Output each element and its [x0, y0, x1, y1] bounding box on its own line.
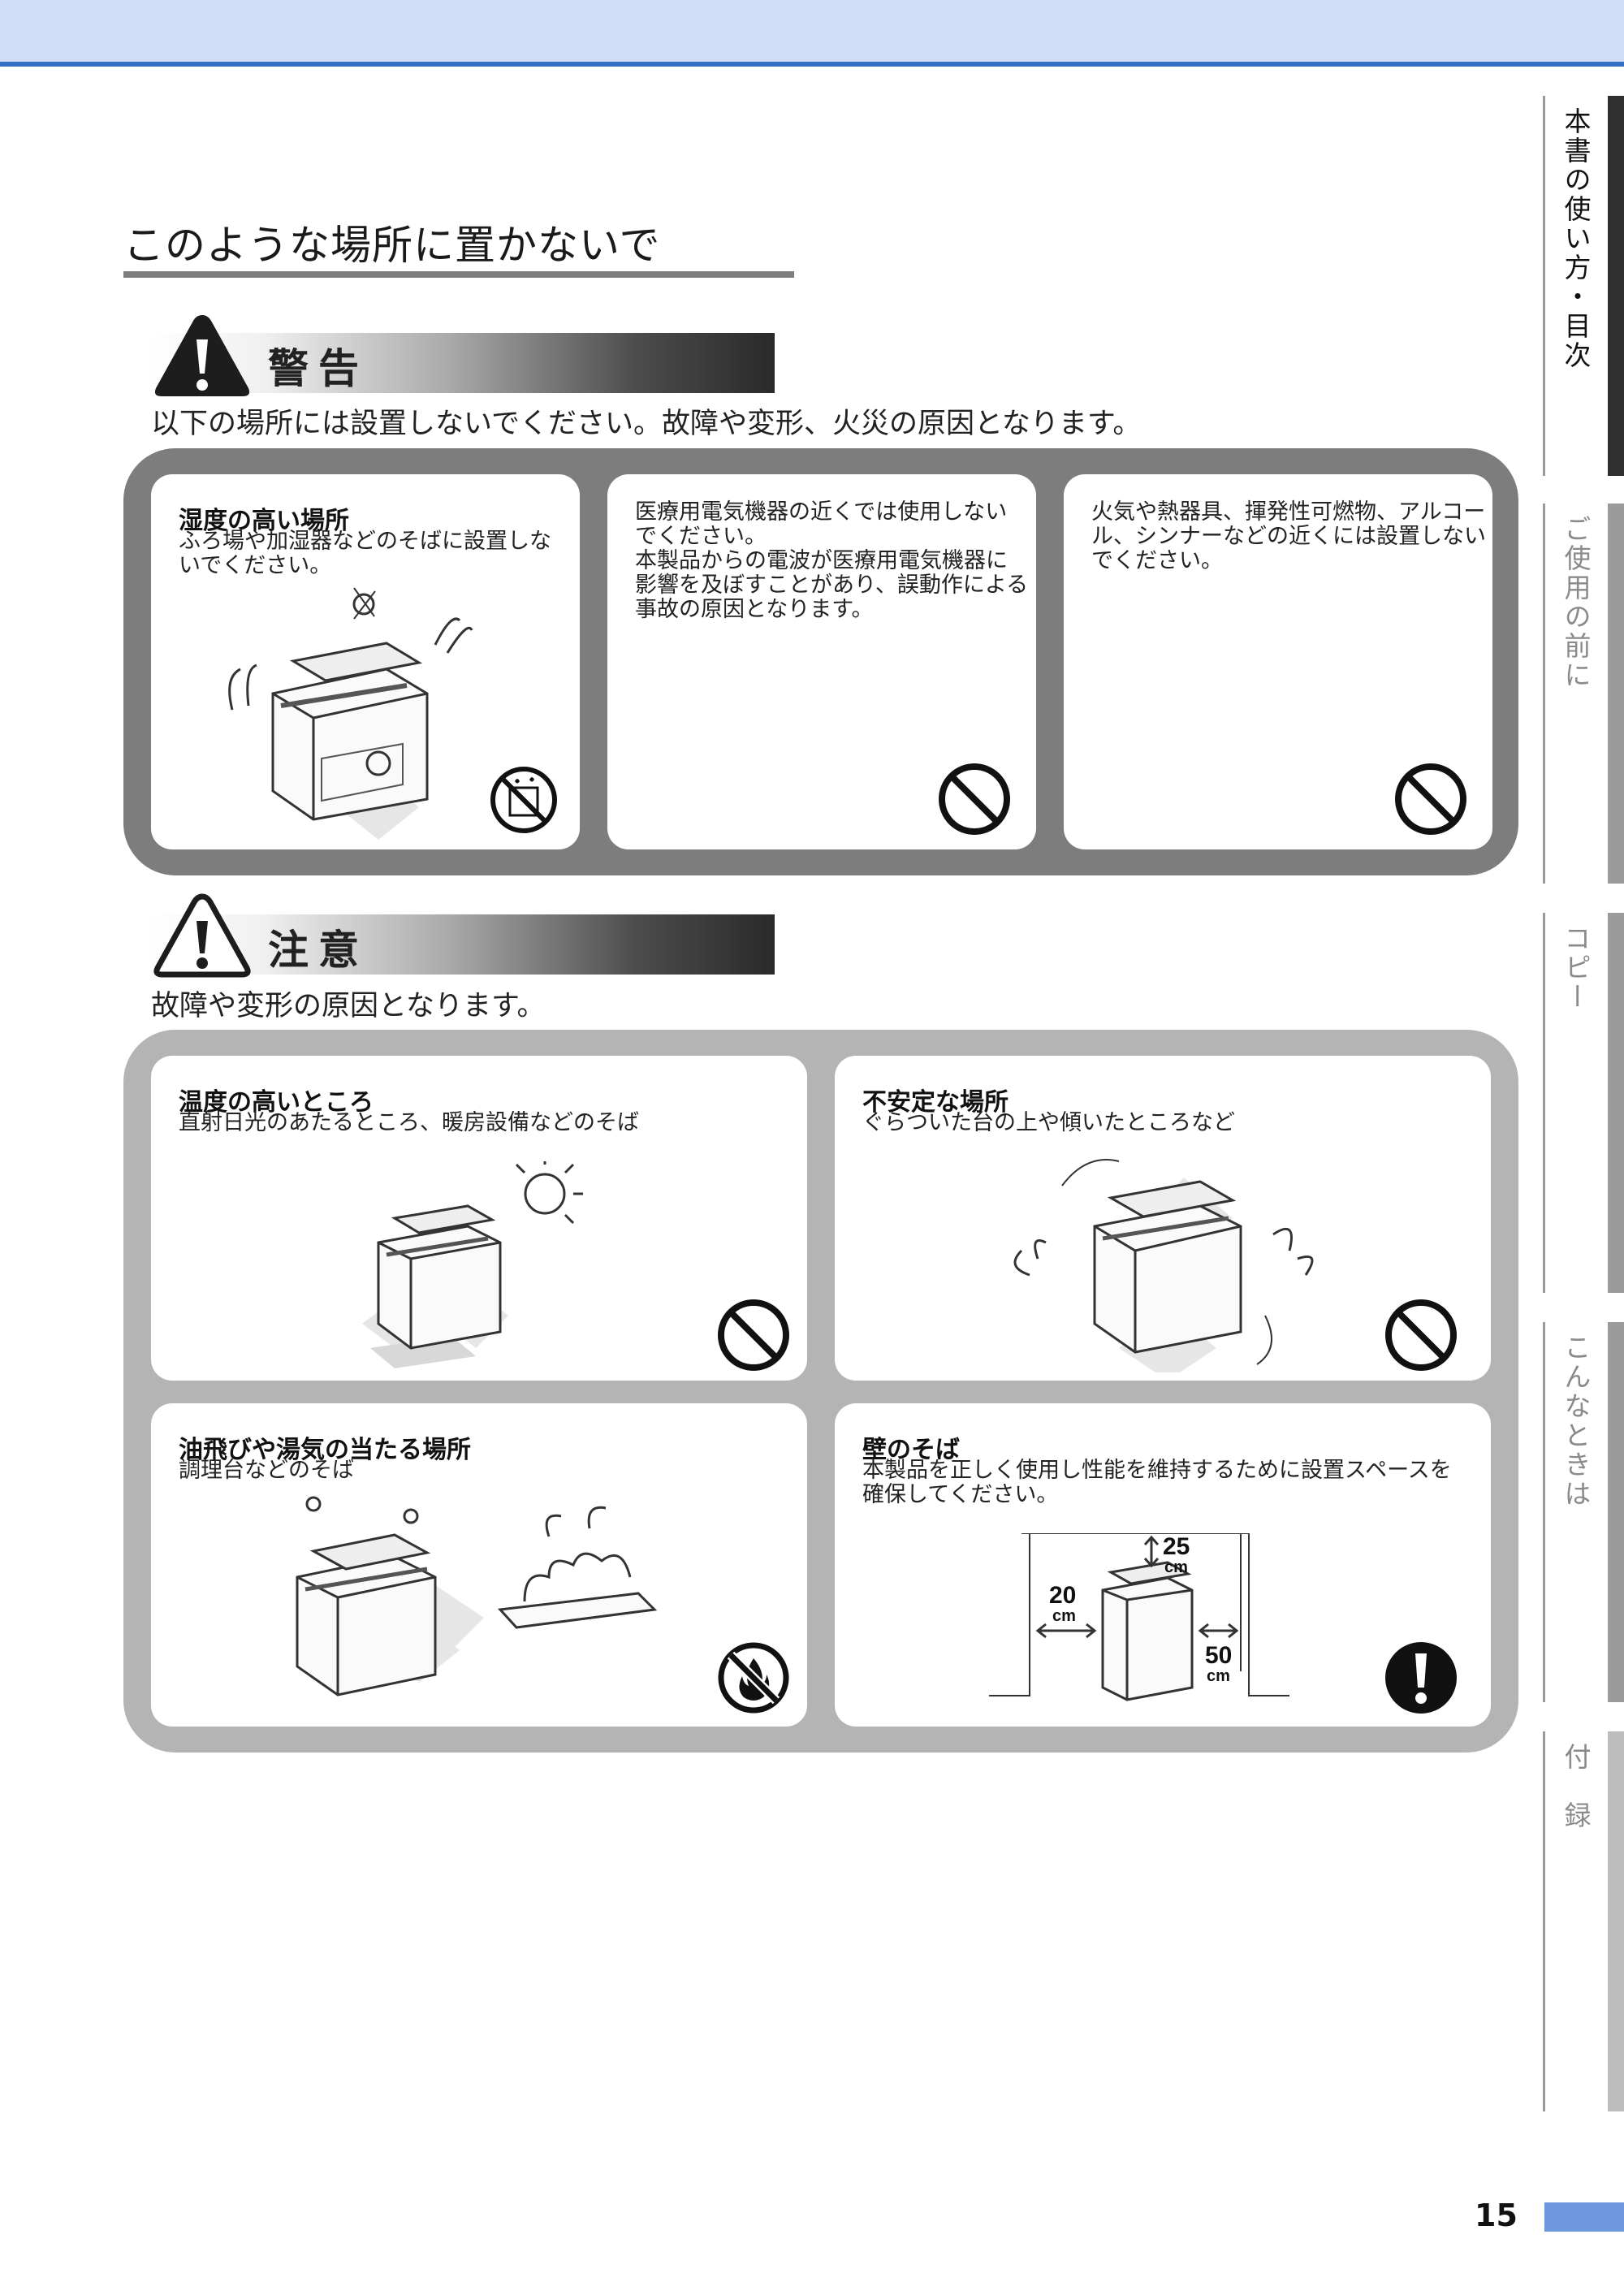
- card-title: 不安定な場所: [862, 1088, 1009, 1117]
- section-title: このような場所に置かないで: [123, 222, 661, 269]
- card-text: 医療用電気機器の近くでは使用しない でください。 本製品からの電波が医療用電気機…: [635, 499, 1029, 622]
- page-number-marker: [1544, 2202, 1624, 2232]
- card-text: ぐらついた台の上や傾いたところなど: [862, 1110, 1235, 1135]
- tab-appendix[interactable]: 付 録: [1543, 1731, 1624, 2111]
- warning-intro: 以下の場所には設置しないでください。故障や変形、火災の原因となります。: [151, 408, 1142, 440]
- card-text: 火気や熱器具、揮発性可燃物、アルコー ル、シンナーなどの近くには設置しない でく…: [1091, 499, 1486, 573]
- card-title: 油飛びや湯気の当たる場所: [179, 1436, 471, 1464]
- tab-bar: [1608, 96, 1624, 476]
- clearance-right-unit: cm: [1207, 1667, 1230, 1685]
- tab-label: 付 録: [1560, 1743, 1592, 1830]
- printer-on-unstable-surface-illustration: [1013, 1159, 1314, 1372]
- warning-heading-bar: [151, 333, 775, 393]
- clearance-top-unit: cm: [1164, 1558, 1188, 1576]
- caution-panel: 温度の高いところ 直射日光のあたるところ、暖房設備などのそば 不安定な場所 ぐら…: [123, 1030, 1518, 1753]
- caution-card-oil-steam: 油飛びや湯気の当たる場所 調理台などのそば: [151, 1403, 807, 1727]
- caution-heading-bar: [151, 914, 775, 975]
- tab-copy[interactable]: コピー: [1543, 913, 1624, 1293]
- tab-label: コピー: [1560, 924, 1592, 1012]
- caution-card-near-wall: 壁のそば 本製品を正しく使用し性能を維持するために設置スペースを 確保してくださ…: [835, 1403, 1491, 1727]
- prohibited-icon: [1395, 763, 1466, 835]
- warning-card-medical: 医療用電気機器の近くでは使用しない でください。 本製品からの電波が医療用電気機…: [607, 474, 1036, 849]
- section-title-underline: [123, 271, 794, 278]
- tab-edge: [1543, 1322, 1545, 1702]
- tab-how-to-use-contents[interactable]: 本書の使い方・目次: [1543, 96, 1624, 476]
- warning-card-humid: 湿度の高い場所 ふろ場や加湿器などのそばに設置しな いでください。: [151, 474, 580, 849]
- prohibited-water-icon: [490, 767, 557, 833]
- tab-troubleshooting[interactable]: こんなときは: [1543, 1322, 1624, 1702]
- warning-label: 警告: [268, 345, 369, 392]
- card-title: 温度の高いところ: [179, 1088, 374, 1117]
- printer-near-cooking-steam-illustration: [296, 1496, 658, 1696]
- tab-edge: [1543, 96, 1545, 476]
- prohibited-fire-icon: [718, 1642, 789, 1714]
- prohibited-icon: [1385, 1299, 1457, 1371]
- tab-edge: [1543, 913, 1545, 1293]
- card-title: 壁のそば: [862, 1436, 960, 1464]
- card-text: 直射日光のあたるところ、暖房設備などのそば: [179, 1110, 639, 1135]
- tab-edge: [1543, 504, 1545, 884]
- card-text: ふろ場や加湿器などのそばに設置しな いでください。: [179, 529, 551, 578]
- printer-in-sunlight-illustration: [362, 1161, 583, 1368]
- tab-bar: [1608, 1322, 1624, 1702]
- clearance-side-unit: cm: [1052, 1607, 1076, 1625]
- card-title: 湿度の高い場所: [179, 507, 349, 535]
- header-band: [0, 0, 1624, 62]
- tab-label: 本書の使い方・目次: [1560, 107, 1592, 370]
- printer-in-humid-place-illustration: [228, 587, 473, 840]
- card-text: 本製品を正しく使用し性能を維持するために設置スペースを 確保してください。: [862, 1458, 1452, 1507]
- page-number: 15: [1475, 2198, 1518, 2233]
- tab-edge: [1543, 1731, 1545, 2111]
- caution-triangle-icon: [153, 893, 251, 978]
- clearance-side-value: 20: [1049, 1582, 1076, 1609]
- tab-bar: [1608, 504, 1624, 884]
- tab-before-use[interactable]: ご使用の前に: [1543, 504, 1624, 884]
- prohibited-icon: [718, 1299, 789, 1371]
- warning-card-fire: 火気や熱器具、揮発性可燃物、アルコー ル、シンナーなどの近くには設置しない でく…: [1064, 474, 1492, 849]
- tab-bar: [1608, 1731, 1624, 2111]
- clearance-top-value: 25: [1163, 1533, 1190, 1560]
- warning-panel: 湿度の高い場所 ふろ場や加湿器などのそばに設置しな いでください。 医療用電気機…: [123, 448, 1518, 875]
- caution-card-unstable-place: 不安定な場所 ぐらついた台の上や傾いたところなど: [835, 1056, 1491, 1381]
- tab-label: こんなときは: [1560, 1333, 1592, 1509]
- mandatory-exclamation-icon: [1385, 1642, 1457, 1714]
- header-rule: [0, 62, 1624, 67]
- caution-intro: 故障や変形の原因となります。: [151, 990, 546, 1022]
- card-text: 調理台などのそば: [179, 1458, 354, 1483]
- tab-label: ご使用の前に: [1560, 515, 1592, 690]
- caution-card-high-temperature: 温度の高いところ 直射日光のあたるところ、暖房設備などのそば: [151, 1056, 807, 1381]
- tab-bar: [1608, 913, 1624, 1293]
- caution-label: 注意: [268, 927, 369, 974]
- printer-clearance-diagram: 25 cm 20 cm 50 cm: [989, 1533, 1289, 1701]
- prohibited-icon: [939, 763, 1010, 835]
- clearance-right-value: 50: [1205, 1642, 1232, 1669]
- warning-triangle-icon: [154, 315, 250, 396]
